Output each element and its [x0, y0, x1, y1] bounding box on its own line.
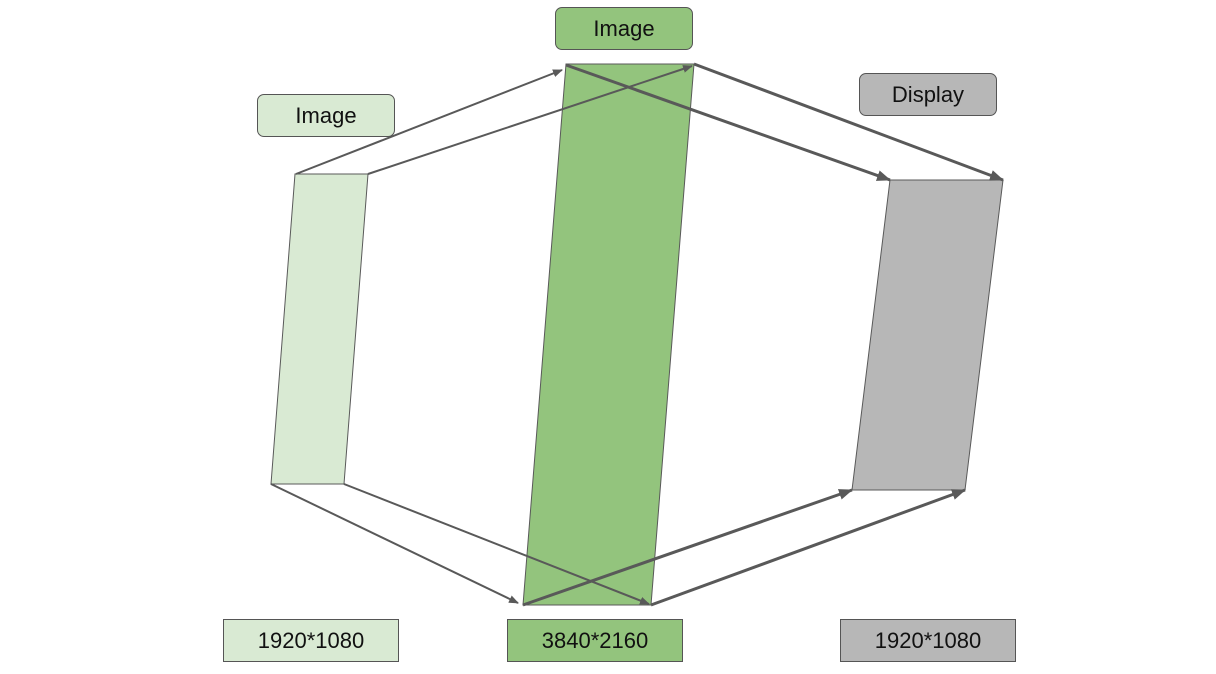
arrow-source-bottom-right	[343, 483, 650, 605]
arrow-scaled-top-left	[565, 63, 891, 182]
display-resolution-box: 1920*1080	[840, 619, 1016, 662]
source-image-plane	[270, 173, 369, 485]
display-plane	[851, 179, 1004, 491]
arrow-source-top-right	[367, 65, 693, 175]
arrow-scaled-bottom-left	[522, 488, 853, 607]
arrow-scaled-top-right	[693, 62, 1004, 182]
display-label: Display	[859, 73, 997, 116]
arrow-source-top-left	[295, 69, 563, 175]
arrow-source-bottom-left	[270, 483, 519, 604]
arrow-scaled-bottom-right	[650, 488, 966, 607]
scaled-resolution-box: 3840*2160	[507, 619, 683, 662]
source-resolution-box: 1920*1080	[223, 619, 399, 662]
source-image-label: Image	[257, 94, 395, 137]
scaled-image-label: Image	[555, 7, 693, 50]
scaled-image-plane	[522, 63, 695, 606]
